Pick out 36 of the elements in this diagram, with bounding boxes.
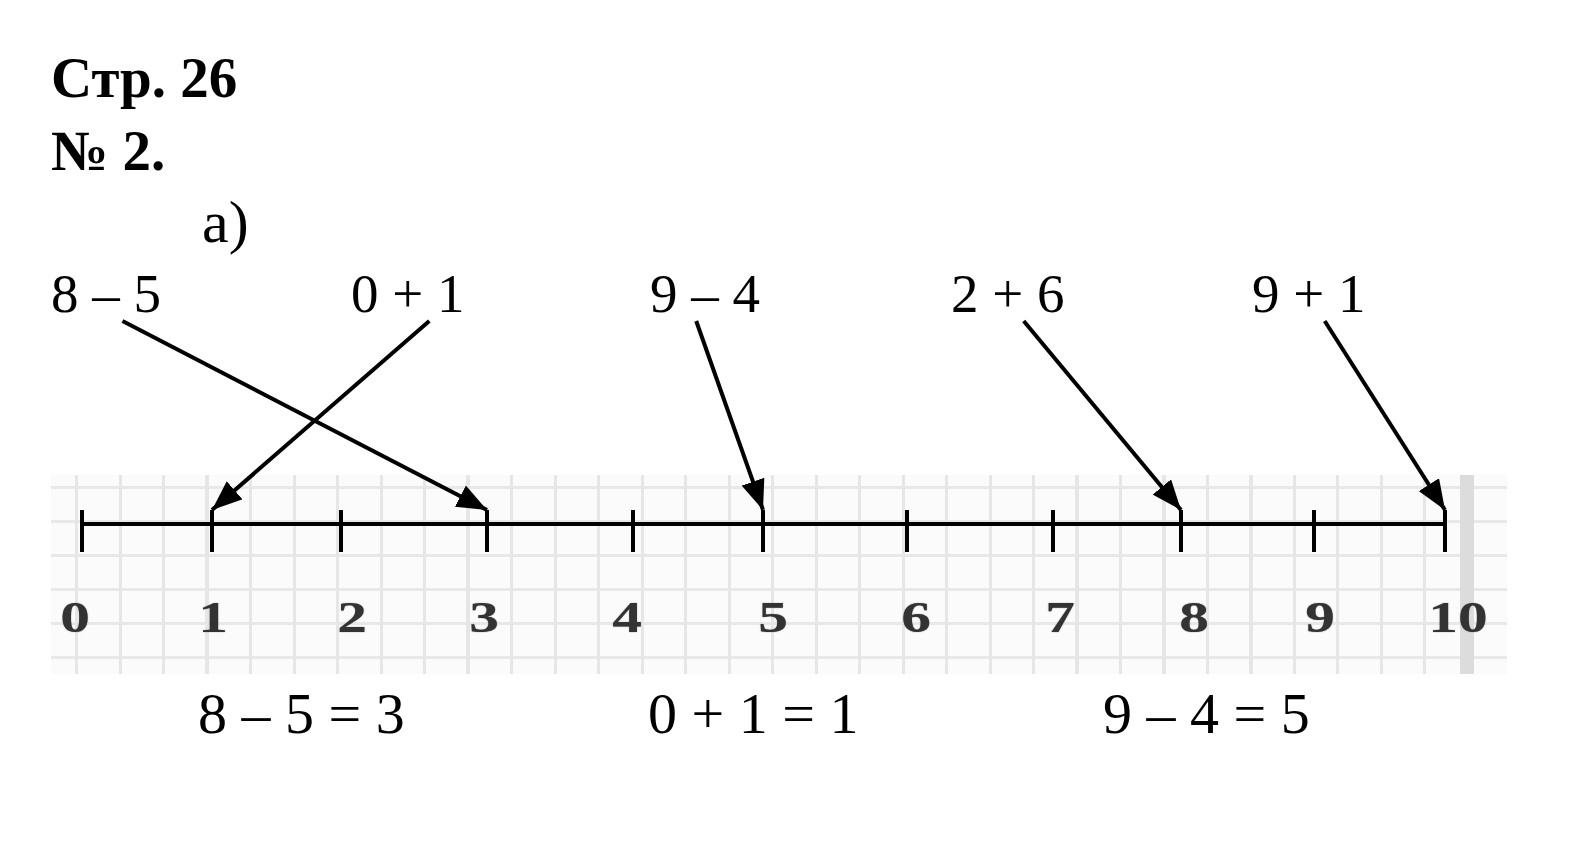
tick-number: 7 <box>1045 596 1075 640</box>
tick-number: 2 <box>337 596 367 640</box>
tick-mark <box>1443 510 1447 552</box>
tick-number: 8 <box>1179 596 1209 640</box>
tick-number: 5 <box>758 596 788 640</box>
expression-label: 8 – 5 <box>51 266 161 321</box>
tick-mark <box>80 510 84 552</box>
expression-label: 0 + 1 <box>351 266 465 321</box>
tick-mark <box>210 510 214 552</box>
tick-mark <box>631 510 635 552</box>
tick-number: 1 <box>198 596 228 640</box>
expression-label: 2 + 6 <box>951 266 1065 321</box>
tick-mark <box>761 510 765 552</box>
tick-mark <box>1179 510 1183 552</box>
tick-mark <box>485 510 489 552</box>
equation-text: 8 – 5 = 3 <box>198 685 405 743</box>
arrow <box>210 319 431 512</box>
tick-number: 6 <box>901 596 931 640</box>
tick-mark <box>905 510 909 552</box>
arrow <box>1022 319 1183 512</box>
expression-label: 9 + 1 <box>1252 266 1366 321</box>
tick-mark <box>339 510 343 552</box>
tick-number: 10 <box>1428 596 1488 640</box>
equation-text: 9 – 4 = 5 <box>1103 685 1310 743</box>
arrow <box>694 320 765 511</box>
tick-number: 4 <box>612 596 642 640</box>
tick-mark <box>1312 510 1316 552</box>
arrow <box>121 319 488 512</box>
task-number: № 2. <box>51 122 166 179</box>
equation-text: 0 + 1 = 1 <box>648 685 859 743</box>
tick-mark <box>1051 510 1055 552</box>
arrow <box>1323 319 1447 512</box>
expression-label: 9 – 4 <box>650 266 760 321</box>
tick-number: 9 <box>1305 596 1335 640</box>
tick-number: 0 <box>60 596 90 640</box>
tick-number: 3 <box>469 596 499 640</box>
